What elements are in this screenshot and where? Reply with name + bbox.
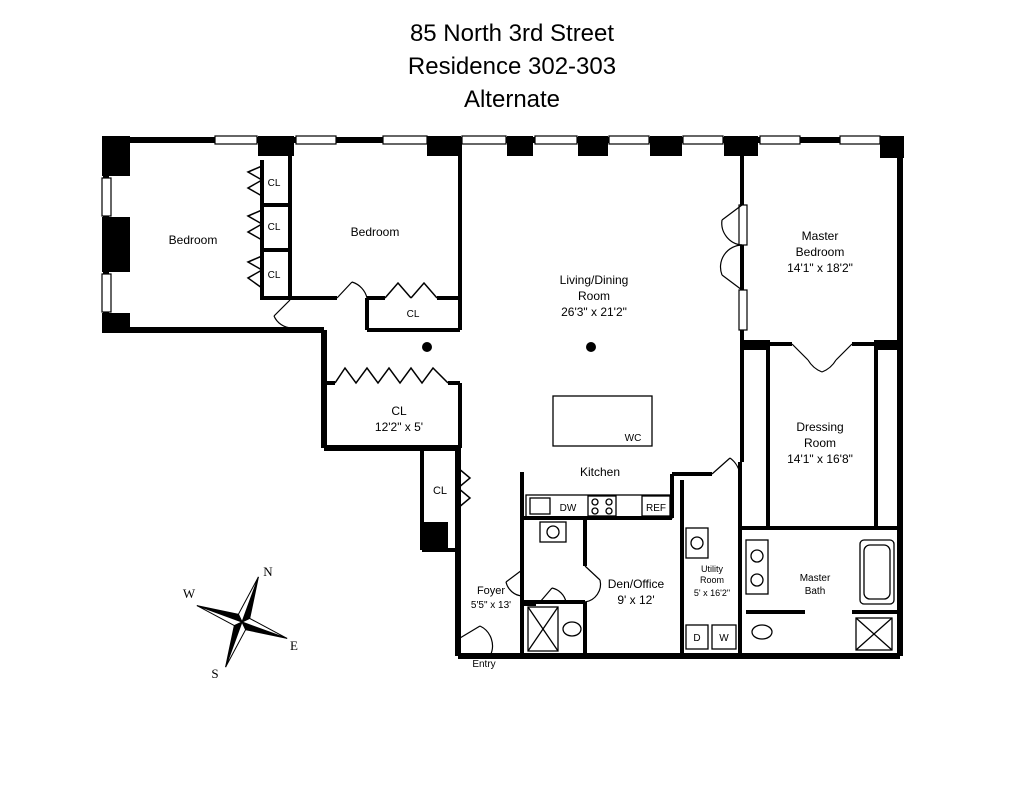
label-utility-room: Room	[700, 575, 724, 585]
dryer	[685, 624, 709, 650]
wall-pilasters	[102, 136, 904, 550]
bath-toilet	[751, 624, 773, 640]
label-living-room: Room	[578, 289, 610, 303]
label-bedroom-middle: Bedroom	[351, 225, 400, 239]
cooktop	[587, 495, 617, 517]
label-closet-large: CL	[391, 404, 407, 418]
label-master-dims: 14'1" x 18'2"	[787, 261, 853, 275]
label-refrigerator: REF	[646, 503, 666, 514]
label-dressing-dims: 14'1" x 16'8"	[787, 452, 853, 466]
utility-sink	[685, 527, 709, 559]
label-kitchen: Kitchen	[580, 465, 620, 479]
plan-variant: Alternate	[463, 86, 561, 113]
shower	[855, 617, 893, 651]
label-master-bedroom: Bedroom	[796, 245, 845, 259]
label-den-name: Den/Office	[608, 577, 665, 591]
label-foyer-dims: 5'5" x 13'	[471, 600, 511, 611]
label-wc: WC	[625, 433, 642, 444]
label-bath-bath: Bath	[805, 586, 826, 597]
refrigerator	[641, 495, 671, 517]
label-foyer-name: Foyer	[477, 585, 505, 597]
compass-east: E	[290, 638, 298, 653]
label-closet-foyer: CL	[433, 485, 447, 497]
compass-north: N	[263, 564, 273, 579]
label-master-name: Master	[802, 229, 839, 243]
washer	[711, 624, 737, 650]
label-entry: Entry	[472, 659, 495, 670]
label-dressing-name: Dressing	[796, 420, 843, 434]
plan-address: 85 North 3rd Street	[409, 20, 615, 47]
label-closet-2: CL	[268, 222, 281, 233]
compass-rose	[196, 576, 288, 668]
label-living-name: Living/Dining	[560, 273, 629, 287]
fixtures	[525, 395, 895, 652]
windows	[101, 135, 881, 331]
bathtub	[859, 539, 895, 605]
exterior-walls	[103, 137, 903, 659]
closet-doors	[246, 165, 472, 509]
plan-residence: Residence 302-303	[407, 53, 617, 80]
powder-sink	[539, 521, 567, 543]
kitchen-sink	[529, 497, 551, 515]
label-closet-4: CL	[407, 309, 420, 320]
swing-doors	[273, 204, 853, 657]
powder-shower	[527, 606, 559, 652]
interior-wall-masses	[522, 340, 902, 606]
kitchen-counter	[525, 494, 673, 519]
vanity	[745, 539, 769, 595]
label-dishwasher: DW	[560, 503, 577, 514]
label-bedroom-west: Bedroom	[169, 233, 218, 247]
label-closet-1: CL	[268, 178, 281, 189]
label-dressing-room: Room	[804, 436, 836, 450]
compass-south: S	[211, 666, 218, 681]
label-washer: W	[719, 633, 729, 644]
label-utility-dims: 5' x 16'2"	[694, 588, 730, 598]
compass-west: W	[183, 586, 196, 601]
ceiling-fixtures	[422, 342, 596, 352]
label-closet-large-dims: 12'2" x 5'	[375, 420, 423, 434]
room-labels: Bedroom Bedroom CL CL CL CL Living/Dinin…	[169, 178, 853, 670]
label-closet-3: CL	[268, 270, 281, 281]
label-utility-name: Utility	[701, 564, 723, 574]
label-bath-name: Master	[800, 573, 831, 584]
powder-toilet	[562, 621, 582, 637]
label-living-dims: 26'3" x 21'2"	[561, 305, 627, 319]
label-dryer: D	[693, 633, 700, 644]
label-den-dims: 9' x 12'	[617, 593, 654, 607]
kitchen-island	[552, 395, 653, 447]
